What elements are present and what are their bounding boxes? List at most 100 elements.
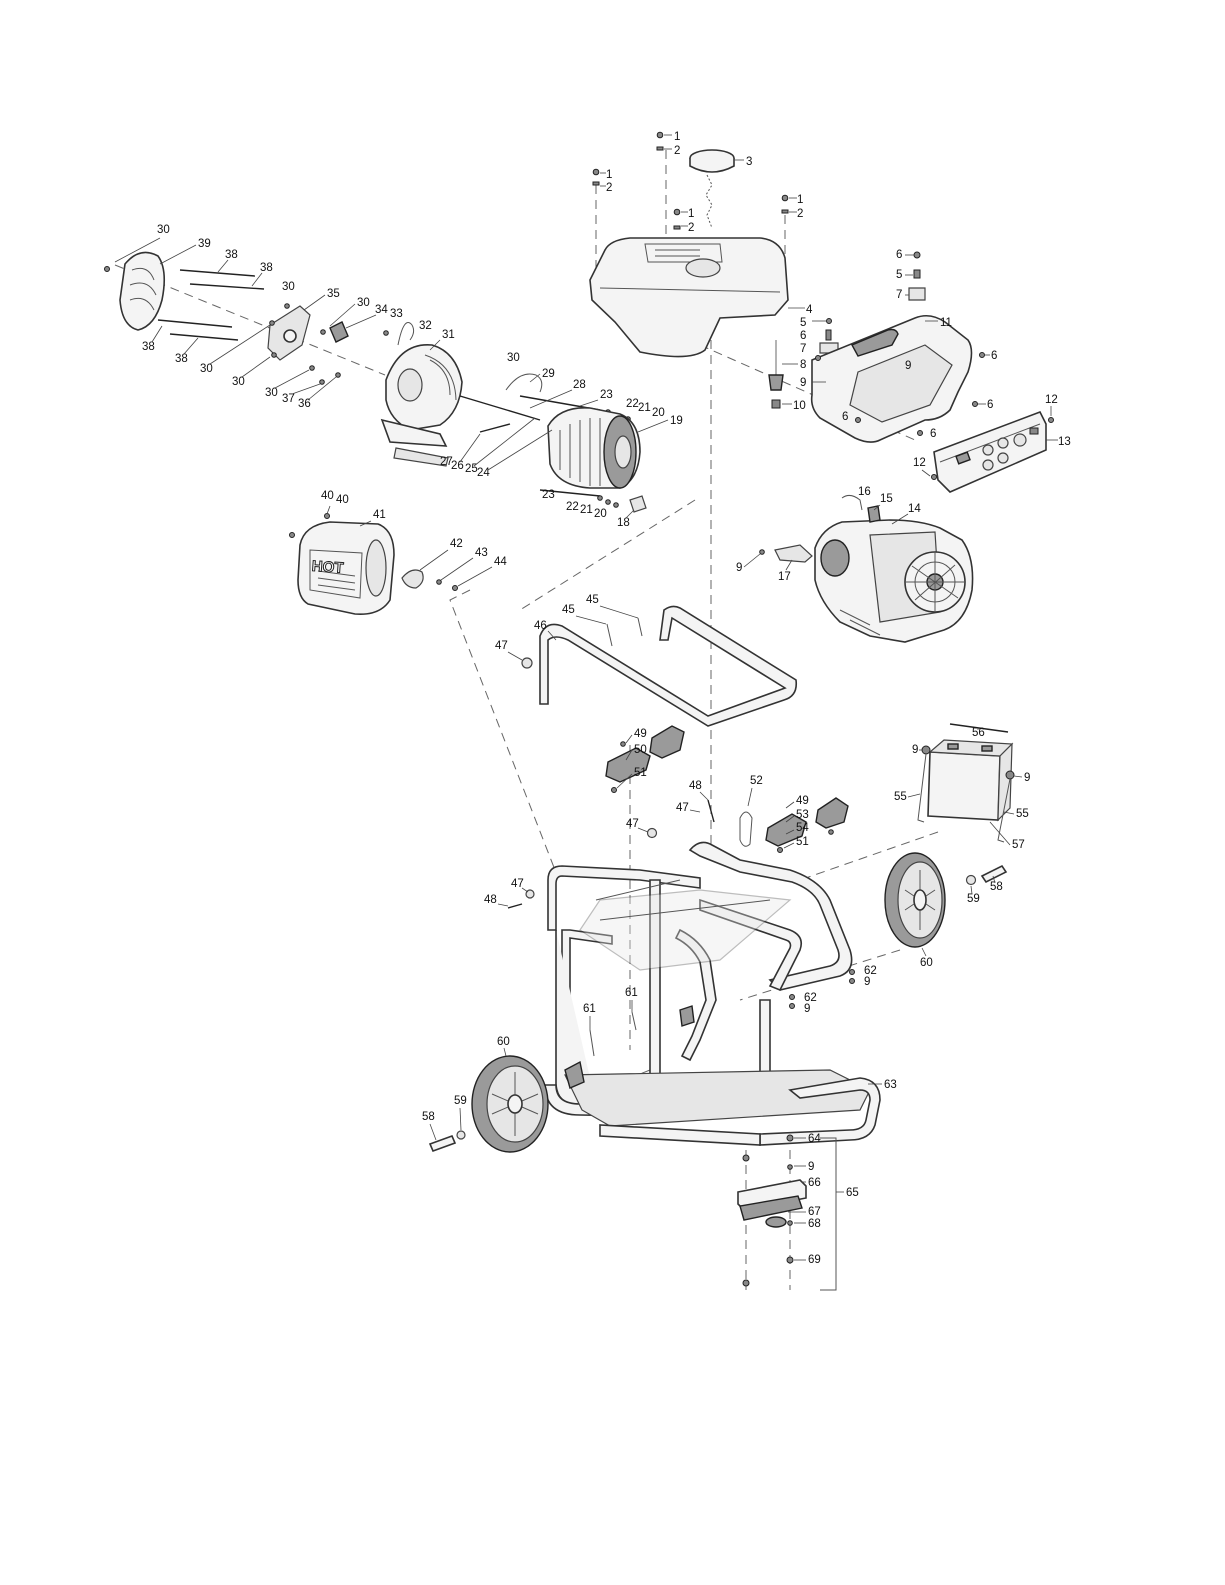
callout-11: 11 xyxy=(940,317,952,329)
callout-57: 57 xyxy=(1012,839,1025,851)
fuel-cap xyxy=(689,149,735,229)
callout-18: 18 xyxy=(617,517,630,529)
callout-8: 8 xyxy=(800,359,806,371)
callout-60: 60 xyxy=(497,1036,510,1048)
hot-warning-stamp: HOT xyxy=(311,558,344,577)
callout-65: 65 xyxy=(846,1187,859,1199)
callout-21: 21 xyxy=(580,504,593,516)
callout-56: 56 xyxy=(972,727,985,739)
callout-2: 2 xyxy=(606,182,612,194)
callout-58: 58 xyxy=(990,881,1003,893)
callout-49: 49 xyxy=(634,728,647,740)
callout-14: 14 xyxy=(908,503,921,515)
callout-12: 12 xyxy=(913,457,926,469)
callout-38: 38 xyxy=(175,353,188,365)
callout-61: 61 xyxy=(625,987,638,999)
callout-20: 20 xyxy=(652,407,665,419)
callout-45: 45 xyxy=(586,594,599,606)
callout-6: 6 xyxy=(842,411,848,423)
callout-37: 37 xyxy=(282,393,295,405)
fuel-tank xyxy=(589,237,789,358)
callout-9: 9 xyxy=(808,1161,814,1173)
callout-64: 64 xyxy=(808,1133,821,1145)
callout-13: 13 xyxy=(1058,436,1071,448)
callout-30: 30 xyxy=(265,387,278,399)
callout-22: 22 xyxy=(566,501,579,513)
callout-19: 19 xyxy=(670,415,683,427)
callout-2: 2 xyxy=(674,145,680,157)
callout-9: 9 xyxy=(736,562,742,574)
right-wheel xyxy=(884,852,1008,948)
callout-69: 69 xyxy=(808,1254,821,1266)
callout-9: 9 xyxy=(905,360,911,372)
callout-62: 62 xyxy=(804,992,817,1004)
callout-6: 6 xyxy=(987,399,993,411)
callout-66: 66 xyxy=(808,1177,821,1189)
callout-15: 15 xyxy=(880,493,893,505)
callout-1: 1 xyxy=(797,194,803,206)
callout-1: 1 xyxy=(674,131,680,143)
callout-6: 6 xyxy=(991,350,997,362)
brush-holder-parts xyxy=(267,303,415,385)
callout-29: 29 xyxy=(542,368,555,380)
callout-6: 6 xyxy=(930,428,936,440)
callout-6: 6 xyxy=(800,330,806,342)
rear-cover xyxy=(104,251,265,341)
callout-9: 9 xyxy=(800,377,806,389)
callout-62: 62 xyxy=(864,965,877,977)
callout-40: 40 xyxy=(336,494,349,506)
callout-12: 12 xyxy=(1045,394,1058,406)
callout-9: 9 xyxy=(1024,772,1030,784)
callout-6: 6 xyxy=(896,249,902,261)
callout-20: 20 xyxy=(594,508,607,520)
callout-30: 30 xyxy=(357,297,370,309)
callout-7: 7 xyxy=(896,289,902,301)
callout-58: 58 xyxy=(422,1111,435,1123)
callout-5: 5 xyxy=(896,269,902,281)
alternator-end-housing xyxy=(380,344,463,467)
callout-61: 61 xyxy=(583,1003,596,1015)
callout-59: 59 xyxy=(454,1095,467,1107)
callout-30: 30 xyxy=(232,376,245,388)
callout-30: 30 xyxy=(282,281,295,293)
callout-23: 23 xyxy=(542,489,555,501)
callout-21: 21 xyxy=(638,402,651,414)
callout-labels: 1 2 3 1 2 1 2 1 2 4 5 6 7 8 9 10 6 5 7 1… xyxy=(114,131,1071,1266)
engine-mounts xyxy=(605,725,849,853)
callout-51: 51 xyxy=(796,836,809,848)
callout-52: 52 xyxy=(750,775,763,787)
callout-22: 22 xyxy=(626,398,639,410)
callout-51: 51 xyxy=(634,767,647,779)
callout-31: 31 xyxy=(442,329,455,341)
callout-5: 5 xyxy=(800,317,806,329)
callout-35: 35 xyxy=(327,288,340,300)
callout-46: 46 xyxy=(534,620,547,632)
callout-30: 30 xyxy=(200,363,213,375)
connector-18 xyxy=(629,495,647,513)
callout-60: 60 xyxy=(920,957,933,969)
battery xyxy=(917,723,1015,843)
callout-40: 40 xyxy=(321,490,334,502)
callout-2: 2 xyxy=(688,222,694,234)
muffler: HOT xyxy=(289,513,458,616)
handle-bar xyxy=(521,605,798,727)
callout-47: 47 xyxy=(495,640,508,652)
stator xyxy=(547,407,641,489)
callout-54: 54 xyxy=(796,822,809,834)
fuel-valve-parts xyxy=(768,318,839,409)
callout-17: 17 xyxy=(778,571,791,583)
callout-36: 36 xyxy=(298,398,311,410)
tank-screws xyxy=(592,131,789,230)
engine xyxy=(759,494,974,643)
callout-68: 68 xyxy=(808,1218,821,1230)
callout-48: 48 xyxy=(689,780,702,792)
callout-28: 28 xyxy=(573,379,586,391)
callout-38: 38 xyxy=(225,249,238,261)
callout-2: 2 xyxy=(797,208,803,220)
callout-24: 24 xyxy=(477,467,490,479)
callout-43: 43 xyxy=(475,547,488,559)
callout-48: 48 xyxy=(484,894,497,906)
callout-45: 45 xyxy=(562,604,575,616)
callout-59: 59 xyxy=(967,893,980,905)
